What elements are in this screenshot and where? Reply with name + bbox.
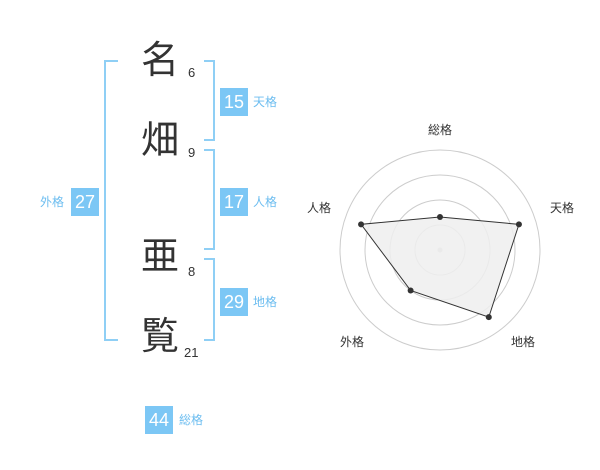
stroke-count-3: 8 xyxy=(188,264,196,279)
gaikaku-label: 外格 xyxy=(40,195,65,209)
chikaku-bracket xyxy=(204,258,215,341)
radar-point xyxy=(437,214,443,220)
name-char-1: 名 xyxy=(141,38,180,82)
tenkaku-value: 15 xyxy=(220,88,248,116)
radar-point xyxy=(485,314,492,321)
jinkaku-label: 人格 xyxy=(253,195,278,209)
radar-ring xyxy=(339,149,541,351)
jinkaku-bracket xyxy=(204,149,215,250)
radar-polygon xyxy=(360,216,520,318)
tenkaku-bracket xyxy=(204,60,215,141)
chikaku-value: 29 xyxy=(220,288,248,316)
radar-point xyxy=(515,221,522,228)
radar-point xyxy=(358,221,365,228)
jinkaku-value: 17 xyxy=(220,188,248,216)
name-char-4: 覧 xyxy=(141,314,180,358)
radar-ring xyxy=(364,174,516,326)
radar-label-jinkaku: 人格 xyxy=(307,201,332,215)
stroke-count-1: 6 xyxy=(188,65,196,80)
radar-label-tenkaku: 天格 xyxy=(550,201,575,215)
radar-label-soukaku: 総格 xyxy=(428,123,453,137)
radar-point xyxy=(407,287,414,294)
soukaku-label: 総格 xyxy=(179,413,204,427)
name-char-2: 畑 xyxy=(141,118,180,162)
gaikaku-value: 27 xyxy=(71,188,99,216)
gaikaku-bracket xyxy=(104,60,118,341)
soukaku-value: 44 xyxy=(145,406,173,434)
radar-label-chikaku: 地格 xyxy=(511,335,536,349)
stroke-count-4: 21 xyxy=(184,345,199,360)
chikaku-label: 地格 xyxy=(253,295,278,309)
radar-label-gaikaku: 外格 xyxy=(340,335,365,349)
tenkaku-label: 天格 xyxy=(253,95,278,109)
stroke-count-2: 9 xyxy=(188,145,196,160)
name-char-3: 亜 xyxy=(141,234,180,278)
